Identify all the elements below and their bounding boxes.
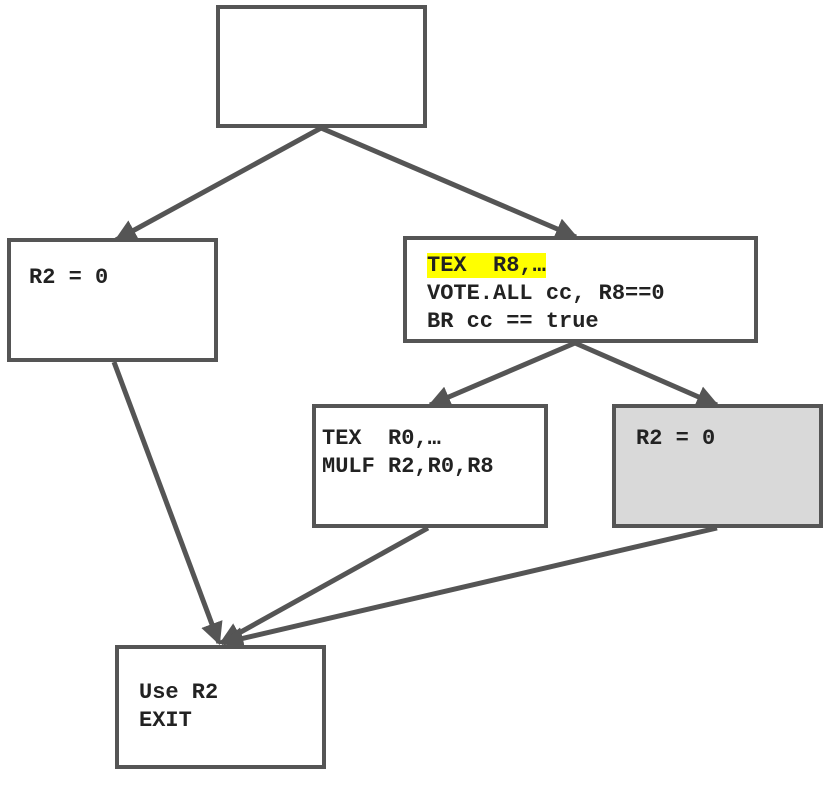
edge-mid-to-exit xyxy=(219,525,430,646)
edge-entry-to-right xyxy=(320,125,579,240)
branch-block-line-1: TEX R8,… xyxy=(427,252,754,280)
exit-block-line-2: EXIT xyxy=(139,708,192,733)
branch-block-line-3: BR cc == true xyxy=(427,309,599,334)
texture-block-line-1: TEX R0,… xyxy=(322,426,441,451)
left-block-line-1: R2 = 0 xyxy=(29,265,109,290)
left-block: R2 = 0 xyxy=(7,238,218,362)
shaded-block: R2 = 0 xyxy=(612,404,823,528)
highlighted-instruction: TEX R8,… xyxy=(427,253,546,278)
edge-left-to-exit xyxy=(111,361,223,646)
texture-block: TEX R0,… MULF R2,R0,R8 xyxy=(312,404,548,528)
edge-entry-to-left xyxy=(114,125,323,243)
branch-block: TEX R8,… VOTE.ALL cc, R8==0 BR cc == tru… xyxy=(403,236,758,343)
edge-right-to-shaded xyxy=(573,340,720,408)
exit-block: Use R2 EXIT xyxy=(115,645,326,769)
branch-block-line-2: VOTE.ALL cc, R8==0 xyxy=(427,281,665,306)
edge-shaded-to-exit xyxy=(220,525,718,650)
shaded-block-line-1: R2 = 0 xyxy=(636,426,716,451)
edge-right-to-mid xyxy=(427,340,576,408)
entry-block xyxy=(216,5,427,128)
texture-block-line-2: MULF R2,R0,R8 xyxy=(322,454,494,479)
exit-block-line-1: Use R2 xyxy=(139,680,219,705)
